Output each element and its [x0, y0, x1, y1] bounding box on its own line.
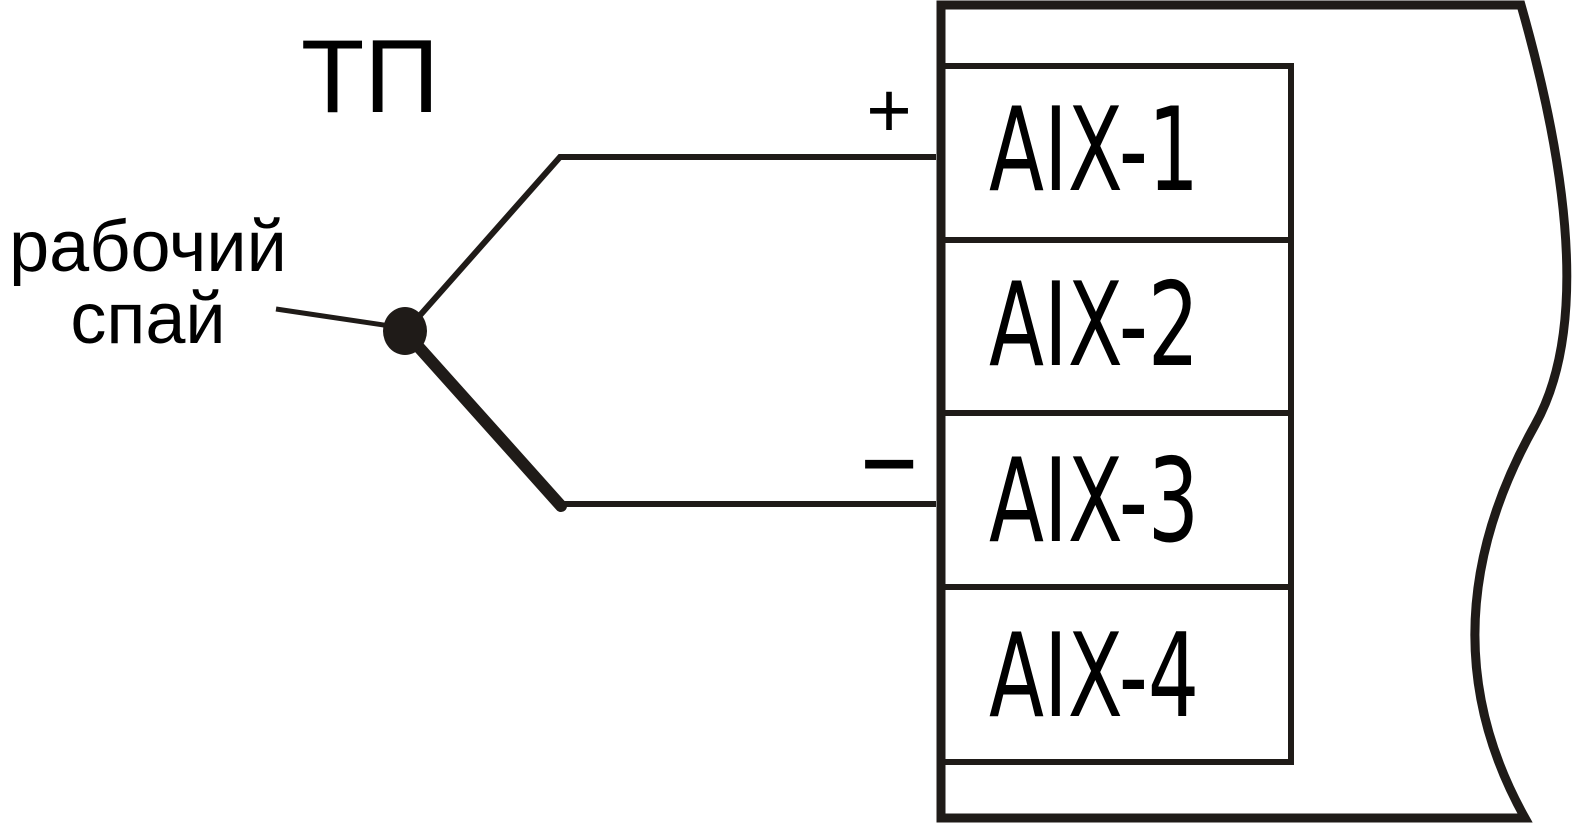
thermocouple-negative-wire [401, 328, 567, 512]
device-housing [936, 0, 1572, 823]
hot-junction-dot [383, 307, 427, 355]
terminal-aix-3-label: AIX-3 [989, 434, 1199, 569]
junction-label-line1: рабочий [9, 207, 287, 287]
junction-leader-line [275, 306, 398, 330]
junction-label-line2: спай [70, 279, 225, 359]
thermocouple-label: ТП [301, 19, 439, 135]
polarity-plus-label: + [866, 66, 912, 154]
terminal-aix-2-label: AIX-2 [989, 258, 1199, 393]
terminal-aix-4-label: AIX-4 [989, 609, 1199, 744]
polarity-minus-label: − [861, 419, 917, 507]
terminal-aix-1-label: AIX-1 [989, 83, 1199, 218]
thermocouple-positive-wire [404, 154, 936, 332]
